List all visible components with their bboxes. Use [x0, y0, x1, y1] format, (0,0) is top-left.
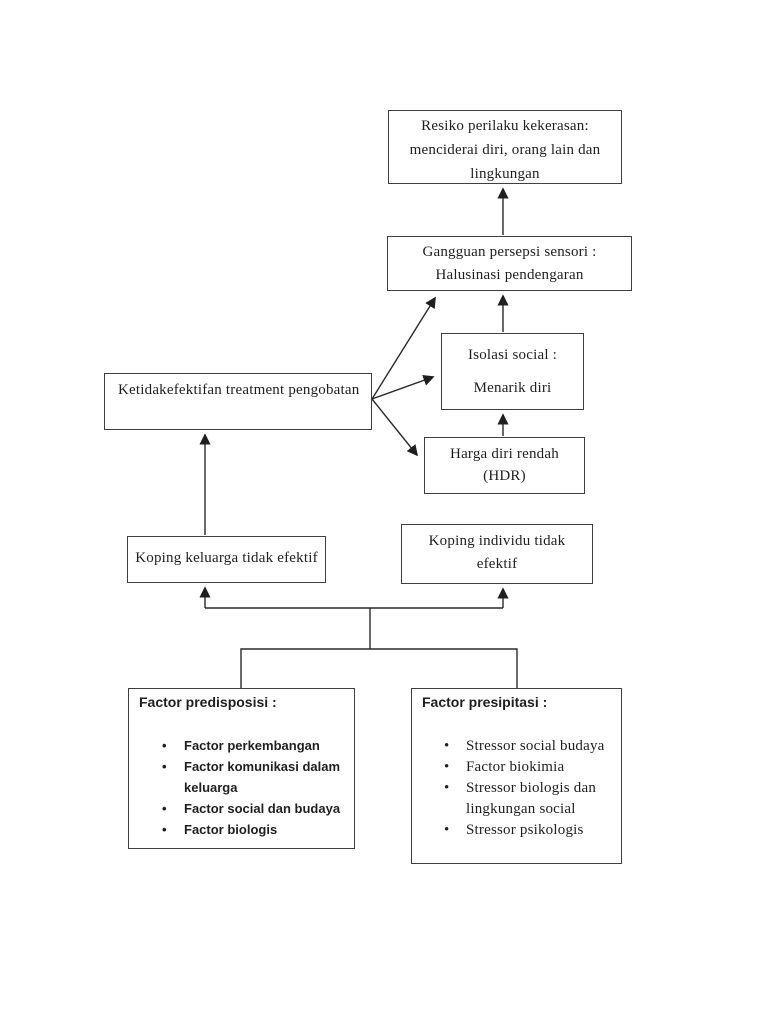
bullet-icon: •	[444, 780, 450, 796]
list-item: • Factor biokimia	[444, 757, 621, 778]
list-item-label: Stressor psikologis	[466, 822, 584, 838]
factor-presipitasi-title: Factor presipitasi :	[422, 694, 548, 710]
node-harga-diri-rendah: Harga diri rendah (HDR)	[424, 437, 585, 494]
list-item: • Factor social dan budaya	[162, 798, 354, 819]
node-resiko-perilaku-kekerasan: Resiko perilaku kekerasan: menciderai di…	[388, 110, 622, 184]
bullet-icon: •	[162, 801, 167, 816]
list-item: • Stressor social budaya	[444, 736, 621, 757]
list-item-label: Stressor social budaya	[466, 738, 605, 754]
list-item-label: Factor biologis	[184, 822, 278, 837]
bullet-icon: •	[162, 822, 167, 837]
arrow-treatment-to-hdr	[371, 398, 419, 457]
bullet-icon: •	[162, 759, 167, 774]
factor-predisposisi-title: Factor predisposisi :	[139, 694, 277, 710]
arrow-treatment-to-isolasi	[371, 374, 435, 400]
list-item-label: Factor komunikasi dalam keluarga	[184, 759, 341, 795]
bullet-icon: •	[444, 759, 450, 775]
node-koping-individu: Koping individu tidak efektif	[401, 524, 593, 584]
arrow-treatment-to-gangguan	[371, 296, 436, 400]
node-isolasi-social: Isolasi social : Menarik diri	[441, 333, 584, 410]
list-item: • Factor komunikasi dalam keluarga	[162, 756, 354, 798]
list-item-label: Factor biokimia	[466, 759, 565, 775]
list-item-label: Factor social dan budaya	[184, 801, 341, 816]
factor-presipitasi-list: • Stressor social budaya • Factor biokim…	[412, 736, 621, 841]
node-factor-predisposisi: Factor predisposisi : • Factor perkemban…	[128, 688, 355, 849]
list-item-label: Stressor biologis dan lingkungan social	[466, 780, 597, 817]
bullet-icon: •	[162, 738, 167, 753]
list-item-label: Factor perkembangan	[184, 738, 320, 753]
list-item: • Factor biologis	[162, 819, 354, 840]
list-item: • Stressor psikologis	[444, 820, 621, 841]
factor-predisposisi-list: • Factor perkembangan • Factor komunikas…	[129, 735, 354, 840]
list-item: • Factor perkembangan	[162, 735, 354, 756]
bracket-lower	[240, 648, 518, 688]
node-ketidakefektifan-treatment: Ketidakefektifan treatment pengobatan	[104, 373, 372, 430]
bullet-icon: •	[444, 738, 450, 754]
list-item: • Stressor biologis dan lingkungan socia…	[444, 778, 621, 820]
node-koping-keluarga: Koping keluarga tidak efektif	[127, 536, 326, 583]
node-factor-presipitasi: Factor presipitasi : • Stressor social b…	[411, 688, 622, 864]
bullet-icon: •	[444, 822, 450, 838]
node-gangguan-persepsi-sensori: Gangguan persepsi sensori : Halusinasi p…	[387, 236, 632, 291]
